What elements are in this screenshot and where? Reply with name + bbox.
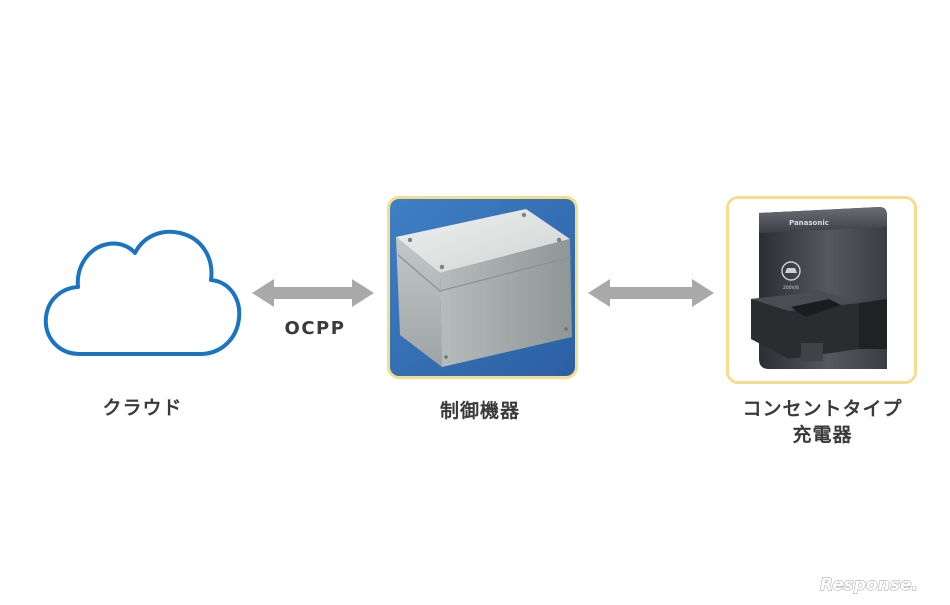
charger-label-line1: コンセントタイプ [742, 398, 903, 420]
charger-brand: Panasonic [789, 219, 829, 227]
cloud-icon [40, 225, 245, 360]
svg-text:Response.: Response. [820, 575, 918, 595]
controller-photo [387, 196, 578, 379]
bidirectional-arrow-icon [588, 278, 714, 308]
connection-label-ocpp: OCPP [284, 318, 346, 339]
charger-badge: 200V/6 [783, 285, 799, 291]
charger-photo: Panasonic 200V/6 [726, 196, 917, 384]
charger-label-line2: 充電器 [792, 424, 853, 446]
cloud-label: クラウド [102, 397, 183, 419]
response-watermark-logo: Response. [818, 572, 942, 596]
ev-car-icon [781, 261, 801, 281]
bidirectional-arrow-icon [252, 278, 374, 308]
controller-label: 制御機器 [439, 400, 520, 422]
